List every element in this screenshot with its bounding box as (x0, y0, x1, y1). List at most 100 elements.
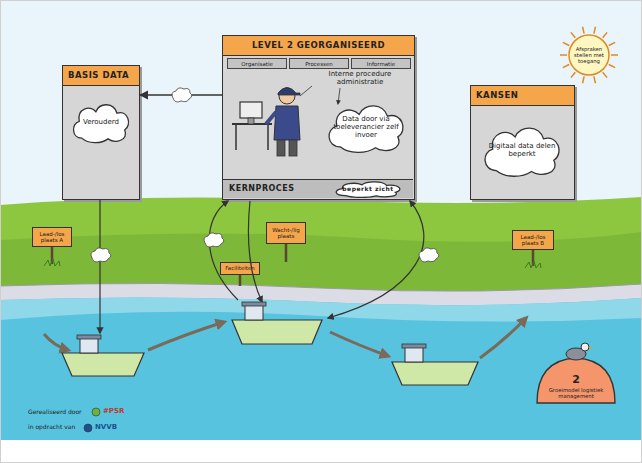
cloud-text: Data door via toeleverancier zelf invoer (323, 112, 409, 142)
person-cap (278, 88, 300, 96)
sign-post (532, 250, 535, 266)
boat-roof (402, 344, 426, 348)
cloud-text: Verouderd (74, 115, 128, 129)
tab-text: Processen (305, 61, 333, 67)
flow-line (249, 201, 263, 302)
process-bar: KERNPROCESbeperkt zicht (223, 179, 413, 198)
thought-cloud: Data door via toeleverancier zelf invoer (323, 100, 409, 154)
sign-board: Laad-/los plaats A (32, 227, 72, 247)
cloud-text: Digitaal data delen beperkt (479, 139, 565, 161)
sign-post (285, 244, 288, 262)
boat-hull (392, 362, 478, 385)
thought-leader (338, 88, 340, 104)
monitor-stand (248, 118, 254, 124)
flow-line (209, 201, 238, 300)
box-heading: KANSEN (471, 86, 574, 106)
cloud-puff (91, 248, 111, 262)
box-heading: LEVEL 2 GEORGANISEERD (223, 36, 414, 56)
sun-text: Afspraken stellen met toegang (564, 46, 614, 64)
boat-cabin (245, 305, 263, 320)
person-head (279, 88, 295, 104)
boat-arrow (148, 322, 224, 350)
sign-board: Laad-/los plaats B (512, 230, 554, 250)
cloud-outline (74, 105, 129, 143)
grass-tuft (44, 259, 60, 266)
boat-cabin (80, 338, 98, 353)
tab-text: Informatie (367, 61, 395, 67)
sun-ray (560, 54, 567, 56)
sun-ray (583, 27, 585, 34)
bird-head (581, 343, 589, 351)
boat-arrow (330, 332, 388, 356)
sign-board: Wacht-/lig plaats (266, 222, 306, 244)
credit-logo: NVVB (95, 423, 135, 431)
sun-ray (603, 72, 607, 77)
bird-beak (589, 347, 594, 349)
opportunity-box: KANSEN Digitaal data delen beperkt (470, 85, 575, 200)
level-box: LEVEL 2 GEORGANISEERD Organisatie Processe… (222, 35, 415, 200)
desk-leg (235, 124, 237, 150)
cloud-text: beperkt zicht (336, 186, 399, 193)
tab-cell: Informatie (351, 58, 411, 69)
sign-text: Laad-/los plaats A (34, 231, 70, 243)
person-leg (289, 140, 297, 156)
sun-ray (594, 76, 596, 83)
sun-ray (571, 72, 575, 77)
thought-cloud: Digitaal data delen beperkt (479, 122, 565, 178)
sky (0, 0, 642, 250)
person-arm (266, 112, 276, 124)
sign-post (239, 275, 242, 286)
sun-ray (563, 65, 569, 68)
grass-tuft (525, 261, 541, 268)
tab-cell: Organisatie (227, 58, 287, 69)
box-heading: BASIS DATA (63, 66, 139, 86)
buoy-badge: 2Groeimodel logistiek management (534, 352, 618, 404)
desk (232, 123, 272, 125)
boat (392, 344, 478, 385)
water-light (0, 297, 642, 321)
level-number: 2 (560, 374, 592, 386)
sun-ray (583, 76, 585, 83)
logo-mark (92, 408, 100, 416)
boat-roof (242, 302, 266, 306)
sun-ray (571, 32, 575, 37)
credit-logo: #PSR (103, 407, 143, 415)
desk-leg (267, 124, 269, 150)
boat-roof (77, 335, 101, 339)
boat-arrow (44, 334, 68, 350)
grass (0, 197, 642, 295)
monitor (240, 102, 262, 118)
thought-cloud: beperkt zicht (331, 180, 405, 198)
shore (0, 283, 642, 306)
sign-board: Faciliteiten (220, 262, 260, 275)
cloud-puff (419, 248, 439, 262)
sign-text: Laad-/los plaats B (514, 234, 552, 246)
sun-ray (563, 42, 569, 45)
tab-cell: Processen (289, 58, 349, 69)
sun-ray (611, 54, 618, 56)
cloud-outline (336, 182, 400, 197)
credit-text: in opdracht van (28, 424, 86, 431)
cloud-puff (172, 88, 192, 102)
sun-ray (609, 65, 615, 68)
sun-ray (603, 32, 607, 37)
thought-cloud: Verouderd (69, 100, 133, 144)
water (0, 297, 642, 440)
credit-text: Gerealiseerd door (28, 409, 92, 416)
sign-text: Faciliteiten (225, 265, 255, 271)
boat (62, 335, 144, 376)
sun-ray (594, 27, 596, 34)
flow-line (328, 201, 424, 318)
sign-text: Wacht-/lig plaats (268, 227, 304, 239)
logo-mark (84, 424, 92, 432)
buoy-text: Groeimodel logistiek management (534, 388, 618, 400)
boat-arrow (480, 318, 526, 358)
boat-hull (232, 320, 322, 344)
person-leg (277, 140, 285, 156)
boat-cabin (405, 347, 423, 362)
flow-arrow (140, 94, 222, 95)
data-box: BASIS DATA Verouderd (62, 65, 140, 200)
